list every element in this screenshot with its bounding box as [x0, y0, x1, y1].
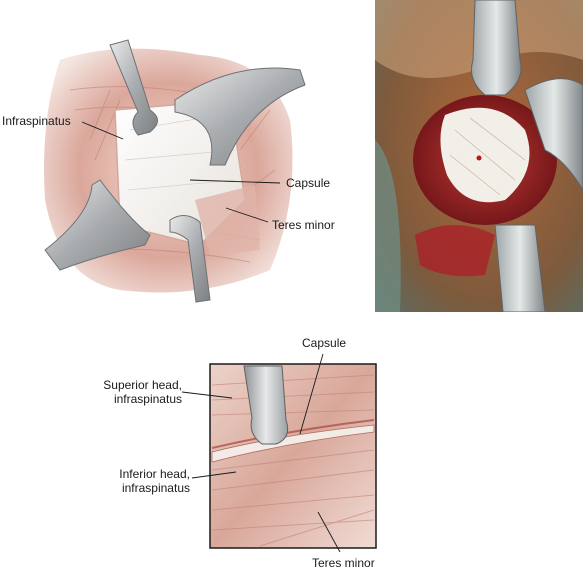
label-inferior-head-2: infraspinatus [121, 481, 190, 495]
retractor-detail [243, 365, 289, 445]
label-teres-minor-a: Teres minor [272, 218, 335, 232]
panel-intraoperative-photo [375, 0, 583, 312]
label-superior-head-1: Superior head, [103, 378, 182, 392]
retractor-right [174, 67, 306, 166]
tissue-bottom [415, 225, 495, 277]
retractor-bottom [169, 215, 211, 303]
leader-infraspinatus [81, 121, 124, 140]
exposure-illustration [44, 39, 306, 303]
label-capsule-c: Capsule [302, 336, 347, 350]
retractor-top [109, 39, 158, 136]
retractor-photo-top [471, 0, 522, 96]
panel-illustration-exposure: Infraspinatus Capsule Teres minor [0, 0, 370, 310]
retractor-left [44, 179, 151, 271]
interval-shadow [211, 419, 375, 449]
label-superior-head-2: infraspinatus [113, 392, 182, 406]
teres-minor-muscle [195, 185, 260, 255]
leader-teres-minor-a [225, 207, 269, 223]
capsule-mark [476, 155, 482, 161]
panel-detail-inset: Capsule Superior head, infraspinatus Inf… [0, 330, 583, 574]
leader-capsule-c [299, 353, 324, 435]
drape-left [375, 140, 401, 312]
retractor-photo-right [524, 78, 583, 191]
leader-teres-minor-c [317, 511, 341, 553]
leader-capsule-a [189, 179, 281, 184]
label-infraspinatus: Infraspinatus [2, 114, 71, 128]
leader-superior-head [181, 391, 233, 399]
label-inferior-head-1: Inferior head, [119, 467, 190, 481]
label-capsule-a: Capsule [286, 176, 331, 190]
intraoperative-photo [375, 0, 583, 312]
label-teres-minor-c: Teres minor [312, 556, 375, 570]
retractor-photo-bottom [494, 224, 546, 312]
leader-inferior-head [191, 471, 237, 479]
detail-illustration [181, 353, 377, 553]
